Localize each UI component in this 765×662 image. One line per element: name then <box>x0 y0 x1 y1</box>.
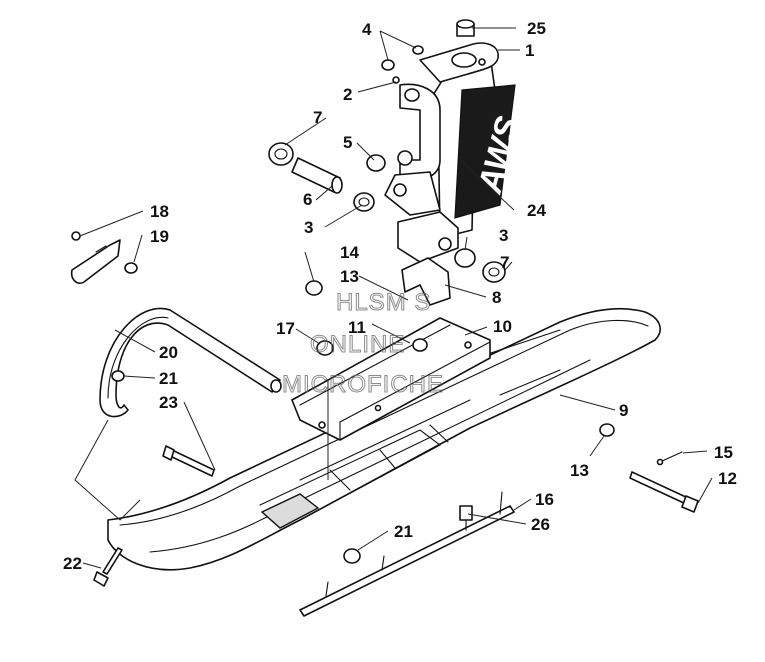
callout-labels: 1 2 3 3 4 5 6 7 7 8 9 10 11 12 13 13 14 … <box>63 19 737 573</box>
bushing-7-right <box>482 261 506 283</box>
spindle-bracket <box>384 83 441 216</box>
nut-21-loop <box>111 370 125 382</box>
callout-19: 19 <box>150 227 169 246</box>
callout-24: 24 <box>527 201 546 220</box>
callout-23: 23 <box>159 393 178 412</box>
callout-11: 11 <box>348 318 366 337</box>
callout-3-left: 3 <box>304 218 313 237</box>
callout-7-upper: 7 <box>313 108 322 127</box>
callout-9: 9 <box>619 401 628 420</box>
bushing-3-right <box>454 248 476 268</box>
callout-20: 20 <box>159 343 178 362</box>
spacer-tube-6 <box>291 157 343 194</box>
bushing-5 <box>366 154 386 172</box>
nut-14 <box>305 280 323 296</box>
callout-21-upper: 21 <box>159 369 178 388</box>
bolt-12 <box>629 471 699 513</box>
callout-13-upper: 13 <box>340 267 359 286</box>
callout-5: 5 <box>343 133 352 152</box>
steering-arm <box>419 42 499 83</box>
nut-17 <box>316 340 334 356</box>
wear-pad-8 <box>401 257 451 306</box>
runner-wear-bar <box>299 491 515 617</box>
bolt-11 <box>412 338 428 352</box>
callout-15: 15 <box>714 443 733 462</box>
callout-7-right: 7 <box>500 253 509 272</box>
grease-fitting-2 <box>392 76 400 84</box>
bolt-23 <box>162 445 215 477</box>
nut-21-lower <box>343 548 361 564</box>
callout-4: 4 <box>362 20 372 39</box>
callout-25: 25 <box>527 19 546 38</box>
bracket-18 <box>70 231 138 285</box>
watermark-line3: MICROFICHE <box>282 371 444 398</box>
ski-loop <box>99 307 282 418</box>
cap-25 <box>456 19 475 37</box>
callout-10: 10 <box>493 317 512 336</box>
washer-13 <box>599 423 615 437</box>
watermark-line2: ONLINE <box>310 331 405 358</box>
callout-8: 8 <box>492 288 501 307</box>
callout-21-lower: 21 <box>394 522 413 541</box>
callout-16: 16 <box>535 490 554 509</box>
callout-17: 17 <box>276 319 295 338</box>
bushing-7-upper <box>268 142 294 166</box>
callout-18: 18 <box>150 202 169 221</box>
nut-4 <box>381 45 424 71</box>
callout-1: 1 <box>525 41 534 60</box>
cotter-pin-15 <box>656 451 683 466</box>
callout-3-right: 3 <box>499 226 508 245</box>
callout-12: 12 <box>718 469 737 488</box>
callout-13-lower: 13 <box>570 461 589 480</box>
leader-lines <box>74 27 713 569</box>
watermark-line1: HLSM S <box>336 289 431 316</box>
callout-6: 6 <box>303 190 312 209</box>
callout-26: 26 <box>531 515 550 534</box>
watermark: HLSM S ONLINE MICROFICHE <box>282 289 444 399</box>
ski-saddle <box>291 317 491 441</box>
callout-14: 14 <box>340 243 359 262</box>
bolt-22 <box>93 547 123 587</box>
callout-22: 22 <box>63 554 82 573</box>
callout-2: 2 <box>343 85 352 104</box>
